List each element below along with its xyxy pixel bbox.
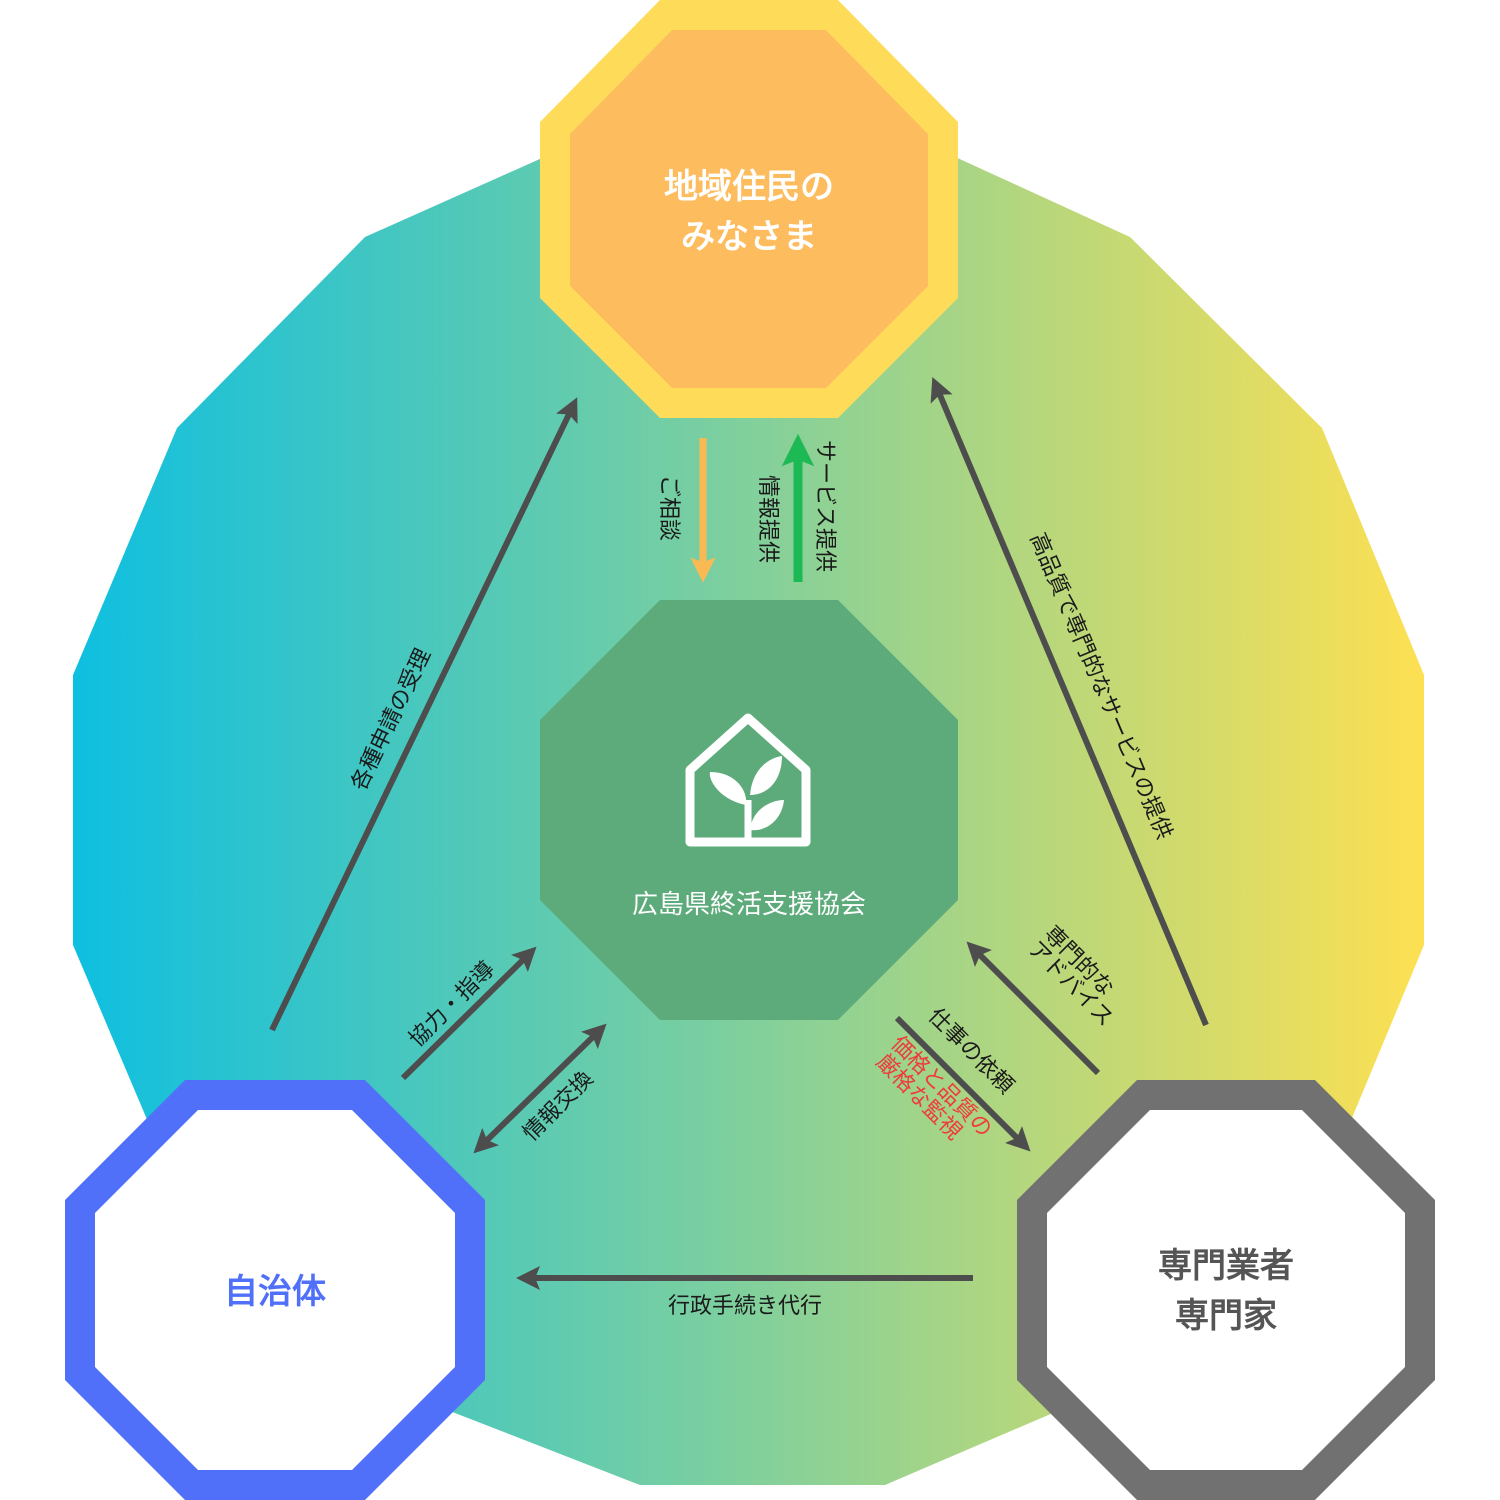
center-label: 広島県終活支援協会	[632, 890, 866, 920]
advice-arrow	[966, 941, 1101, 1076]
house-sprout-icon	[685, 713, 811, 847]
municipality-label: 自治体	[224, 1272, 326, 1312]
high-quality-arrow	[930, 376, 1209, 1027]
municipality-node[interactable]: 自治体	[65, 1080, 485, 1500]
experts-label-1: 専門業者	[1158, 1246, 1294, 1286]
exchange-arrow	[473, 1023, 607, 1154]
request-arrow	[894, 1015, 1031, 1152]
info-label: 情報提供	[755, 475, 780, 563]
cooperation-arrow	[400, 946, 537, 1081]
experts-node[interactable]: 専門業者 専門家	[1017, 1080, 1435, 1500]
residents-node[interactable]: 地域住民の みなさま	[540, 0, 958, 418]
residents-label-1: 地域住民の	[664, 167, 834, 207]
center-node[interactable]: 広島県終活支援協会	[540, 600, 958, 1020]
residents-label-2: みなさま	[681, 217, 817, 257]
experts-label-2: 専門家	[1175, 1296, 1277, 1336]
procedures-label: 行政手続き代行	[668, 1294, 822, 1319]
service-label: サービス提供	[812, 440, 837, 572]
consult-label: ご相談	[656, 475, 681, 541]
applications-arrow	[269, 397, 578, 1032]
